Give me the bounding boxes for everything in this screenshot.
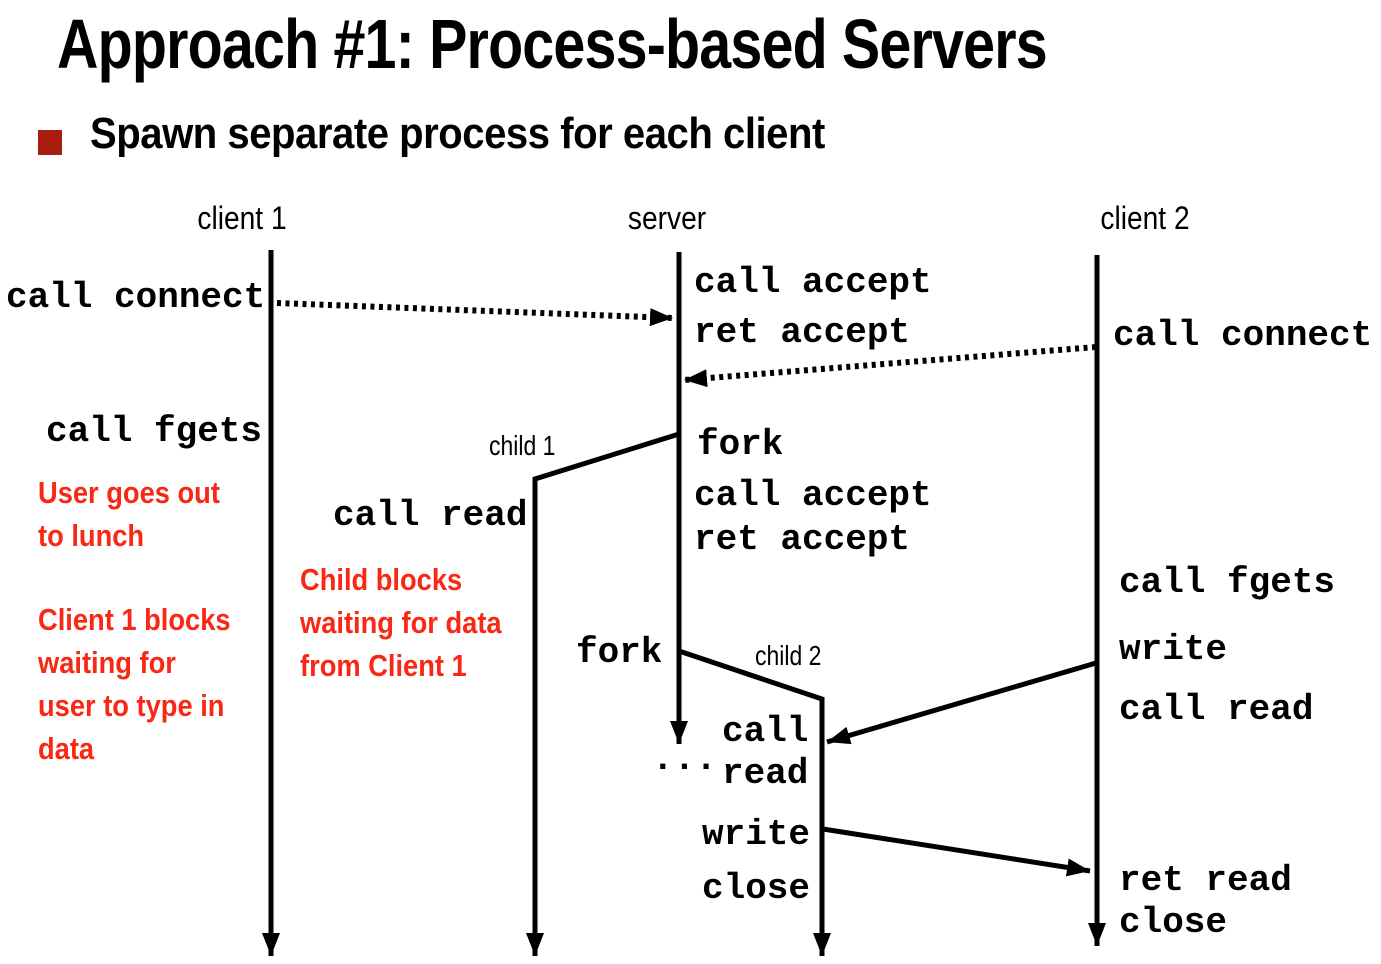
child2-read-label: read xyxy=(722,753,809,794)
column-header-client1: client 1 xyxy=(197,200,287,236)
server-fork2-label: fork xyxy=(576,632,663,673)
page-title: Approach #1: Process-based Servers xyxy=(57,5,1048,83)
server-fork1-label: fork xyxy=(697,424,784,465)
server-call-accept2-label: call accept xyxy=(694,475,932,516)
column-header-server: server xyxy=(627,200,707,236)
server-ret-accept2-label: ret accept xyxy=(694,519,911,560)
client1-call-fgets-label: call fgets xyxy=(46,411,263,452)
annotation-child-blocks: Child blocks waiting for data from Clien… xyxy=(300,562,502,683)
client1-call-connect-label: call connect xyxy=(6,277,266,318)
client1-connect-arrow xyxy=(276,300,674,327)
child1-label: child 1 xyxy=(489,430,556,461)
child1-timeline xyxy=(526,431,680,956)
child2-write-arrow xyxy=(822,826,1091,877)
child1-call-read-label: call read xyxy=(333,495,528,536)
column-header-client2: client 2 xyxy=(1100,200,1190,236)
server-ellipsis: ... xyxy=(652,739,717,780)
server-ret-accept1-label: ret accept xyxy=(694,312,911,353)
child2-write-label: write xyxy=(702,814,811,855)
child2-timeline xyxy=(678,648,831,956)
client2-connect-arrow xyxy=(683,344,1097,388)
client2-call-fgets-label: call fgets xyxy=(1119,562,1336,603)
server-call-accept1-label: call accept xyxy=(694,262,932,303)
client2-close-label: close xyxy=(1119,902,1228,943)
bullet-marker xyxy=(38,130,62,155)
child2-close-label: close xyxy=(702,868,811,909)
client2-write-label: write xyxy=(1119,629,1228,670)
bullet-text: Spawn separate process for each client xyxy=(90,109,825,158)
client2-write-arrow xyxy=(826,660,1097,745)
client2-call-read-label: call read xyxy=(1119,689,1314,730)
annotation-user-lunch: User goes out to lunch xyxy=(38,475,220,553)
client2-ret-read-label: ret read xyxy=(1119,860,1292,901)
annotation-client1-blocks: Client 1 blocks waiting for user to type… xyxy=(38,602,231,766)
client2-call-connect-label: call connect xyxy=(1113,315,1373,356)
child2-call-label: call xyxy=(722,711,809,752)
child2-label: child 2 xyxy=(755,640,822,671)
